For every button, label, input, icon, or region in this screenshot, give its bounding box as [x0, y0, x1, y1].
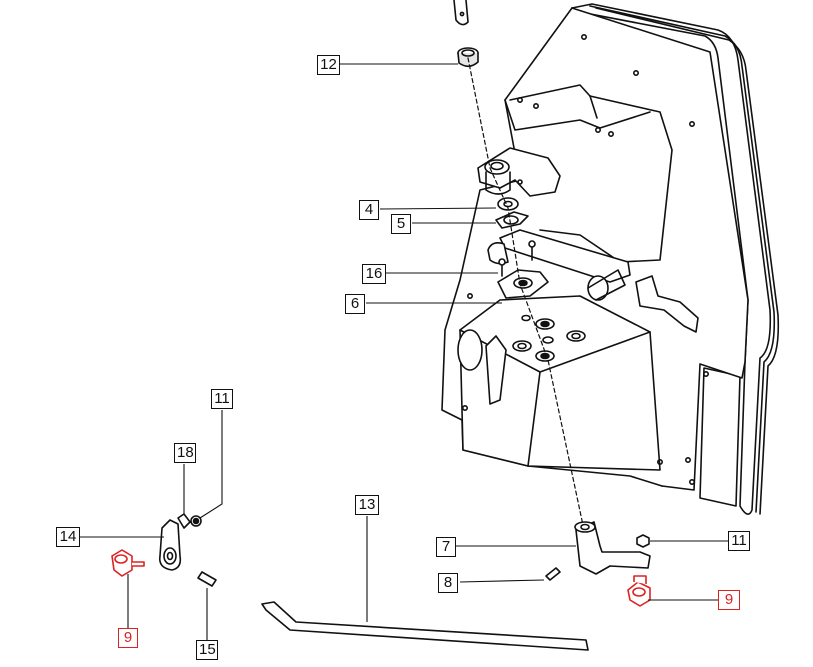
lever-14	[158, 519, 182, 571]
lower-box	[457, 295, 661, 471]
callout-9-right: 9	[718, 590, 740, 610]
cable-rod-13	[261, 601, 589, 651]
clip-9-right	[627, 575, 651, 607]
callout-12: 12	[317, 55, 340, 75]
callout-9-left: 9	[118, 628, 138, 648]
nut-11-left	[190, 515, 202, 527]
callout-5: 5	[391, 214, 411, 234]
callout-16: 16	[362, 264, 386, 284]
leader-11a	[199, 410, 223, 519]
callout-6: 6	[345, 294, 365, 314]
callout-8: 8	[438, 573, 458, 593]
pin-15	[197, 571, 217, 587]
clip-9-left	[111, 549, 145, 577]
latch-hook	[635, 275, 699, 333]
callout-11-left: 11	[211, 389, 233, 409]
callout-13: 13	[355, 495, 379, 515]
callout-18: 18	[174, 443, 196, 463]
leader-8	[459, 579, 545, 583]
leader-4	[379, 207, 497, 210]
nut-11-right	[636, 534, 650, 548]
callout-4: 4	[359, 200, 379, 220]
callout-15: 15	[196, 640, 218, 660]
callout-7: 7	[436, 537, 456, 557]
callout-14: 14	[56, 527, 80, 547]
upper-bracket	[477, 147, 561, 197]
housing-holes	[461, 33, 709, 485]
callout-11-right: 11	[728, 531, 750, 551]
clip-18	[177, 513, 191, 529]
assembly-axis	[467, 57, 585, 531]
pin-8	[545, 567, 561, 581]
bushing-12	[457, 47, 479, 68]
lever-7	[574, 521, 651, 575]
top-shaft	[453, 0, 469, 26]
flange-bearing-6	[497, 240, 549, 299]
